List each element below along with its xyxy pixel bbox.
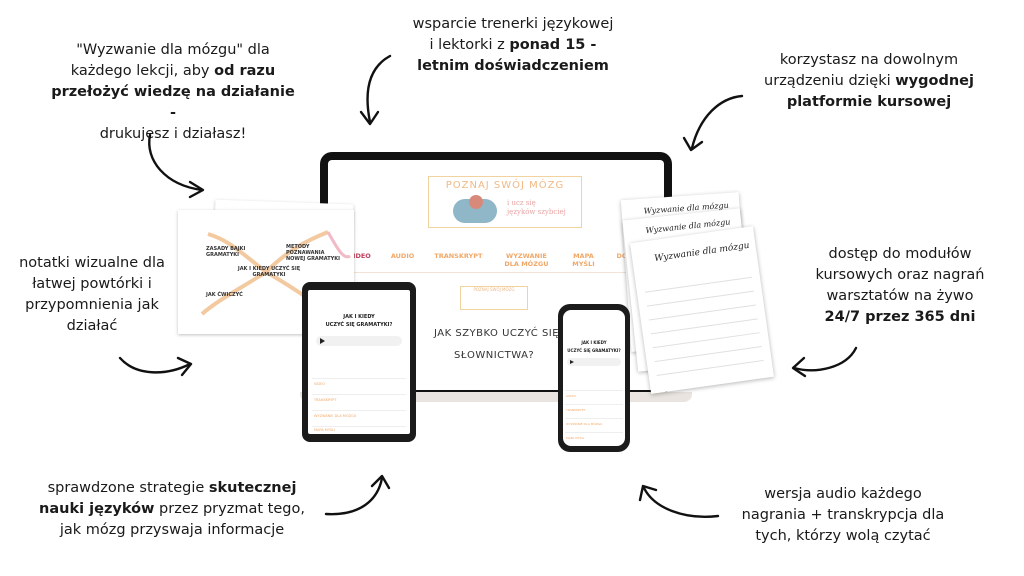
tablet-menu-divider: [312, 394, 406, 395]
arrow-bottom-left-icon: [324, 474, 391, 516]
worksheet-line: [656, 359, 764, 376]
tab-audio[interactable]: AUDIO: [390, 252, 415, 260]
callout-brain-challenge: "Wyzwanie dla mózgu" dla każdego lekcji,…: [51, 42, 295, 142]
phone-audio-player[interactable]: [567, 358, 621, 366]
worksheet-line: [648, 304, 756, 321]
tablet-heading-line2: UCZYĆ SIĘ GRAMATYKI?: [325, 322, 393, 328]
tablet-mockup: JAK I KIEDY UCZYĆ SIĘ GRAMATYKI? VIDEO T…: [302, 282, 416, 442]
worksheet-line: [652, 332, 760, 349]
worksheet-line: [650, 318, 758, 335]
worksheet-line: [644, 276, 752, 293]
phone-menu-divider: [565, 432, 623, 433]
mindmap-node-methods: METODY POZNAWANIA NOWEJ GRAMATYKI: [286, 244, 341, 262]
tablet-audio-player[interactable]: [316, 336, 402, 346]
callout-trainer-support: wsparcie trenerki językowej i lektorki z…: [412, 16, 614, 74]
callout-audio-version: wersja audio każdego nagrania + transkry…: [741, 486, 945, 544]
play-icon[interactable]: [570, 360, 574, 364]
callout-any-device: korzystasz na dowolnym urządzeniu dzięki…: [764, 52, 974, 110]
worksheet-line: [654, 346, 762, 363]
worksheet-front: Wyzwanie dla mózgu: [630, 226, 774, 394]
phone-menu-divider: [565, 404, 623, 405]
arrow-top-center-icon: [359, 54, 392, 126]
phone-menu-item[interactable]: WYZWANIE DLA MÓZGU: [566, 422, 603, 426]
arrow-mid-right-icon: [791, 346, 858, 378]
mindmap-node-rules: ZASADY BAJKI GRAMATYKI: [206, 246, 246, 258]
arrow-bottom-right-icon: [638, 484, 720, 518]
mini-logo-card: POZNAJ SWÓJ MÓZG: [460, 286, 528, 310]
lesson-question-line2: SŁOWNICTWA?: [454, 350, 535, 361]
phone-heading-line2: UCZYĆ SIĘ GRAMATYKI?: [567, 348, 621, 353]
callout-visual-notes: notatki wizualne dla łatwej powtórki i p…: [19, 255, 165, 334]
course-site-header: POZNAJ SWÓJ MÓZG i ucz się języków szybc…: [428, 176, 582, 228]
arrow-top-right-icon: [682, 94, 744, 152]
play-icon[interactable]: [320, 338, 325, 344]
tab-video[interactable]: VIDEO: [348, 252, 371, 260]
lesson-question-line1: JAK SZYBKO UCZYĆ SIĘ: [434, 328, 560, 339]
tablet-heading-line1: JAK I KIEDY: [343, 314, 375, 320]
tablet-menu-item[interactable]: WYZWANIE DLA MÓZGU: [314, 414, 357, 418]
tablet-menu-item[interactable]: MAPA MYŚLI: [314, 428, 336, 432]
brain-accent-icon: [469, 195, 483, 209]
tablet-menu-divider: [312, 378, 406, 379]
tab-brain-challenge[interactable]: WYZWANIE DLA MÓZGU: [504, 252, 549, 268]
worksheet-title: Wyzwanie dla mózgu: [653, 240, 751, 265]
tablet-menu-item[interactable]: TRANSKRYPT: [314, 398, 337, 402]
mindmap-branches-icon: [200, 230, 351, 320]
tab-transcript[interactable]: TRANSKRYPT: [434, 252, 483, 260]
phone-menu-item[interactable]: AUDIO: [566, 394, 576, 398]
tablet-menu-divider: [312, 410, 406, 411]
tablet-screen: JAK I KIEDY UCZYĆ SIĘ GRAMATYKI? VIDEO T…: [308, 290, 410, 434]
arrow-top-left-icon: [148, 133, 205, 199]
arrow-mid-left-icon: [118, 356, 193, 377]
phone-menu-item[interactable]: MAPA MYŚLI: [566, 436, 585, 440]
tablet-menu-item[interactable]: VIDEO: [314, 382, 326, 386]
callout-proven-strategies: sprawdzone strategie skutecznej nauki ję…: [39, 480, 305, 538]
phone-mockup: JAK I KIEDY UCZYĆ SIĘ GRAMATYKI? AUDIO T…: [558, 304, 630, 452]
phone-heading-line1: JAK I KIEDY: [581, 340, 607, 345]
phone-menu-divider: [565, 418, 623, 419]
tab-divider: [328, 272, 664, 273]
course-tabs: VIDEO AUDIO TRANSKRYPT WYZWANIE DLA MÓZG…: [348, 252, 664, 274]
mindmap-node-practice: JAK ĆWICZYĆ: [206, 292, 243, 298]
laptop-base: [300, 392, 692, 402]
phone-menu-item[interactable]: TRANSKRYPT: [566, 408, 586, 412]
callout-access-24-7: dostęp do modułów kursowych oraz nagrań …: [815, 246, 985, 325]
phone-screen: JAK I KIEDY UCZYĆ SIĘ GRAMATYKI? AUDIO T…: [563, 310, 625, 446]
mindmap-center: JAK I KIEDY UCZYĆ SIĘ GRAMATYKI: [237, 266, 301, 278]
worksheet-line: [646, 290, 754, 307]
course-site-subtitle: i ucz się języków szybciej: [507, 199, 566, 216]
course-site-title: POZNAJ SWÓJ MÓZG: [445, 180, 565, 191]
tablet-menu-divider: [312, 426, 406, 427]
phone-menu-divider: [565, 390, 623, 391]
tab-mind-map[interactable]: MAPA MYŚLI: [572, 252, 595, 268]
